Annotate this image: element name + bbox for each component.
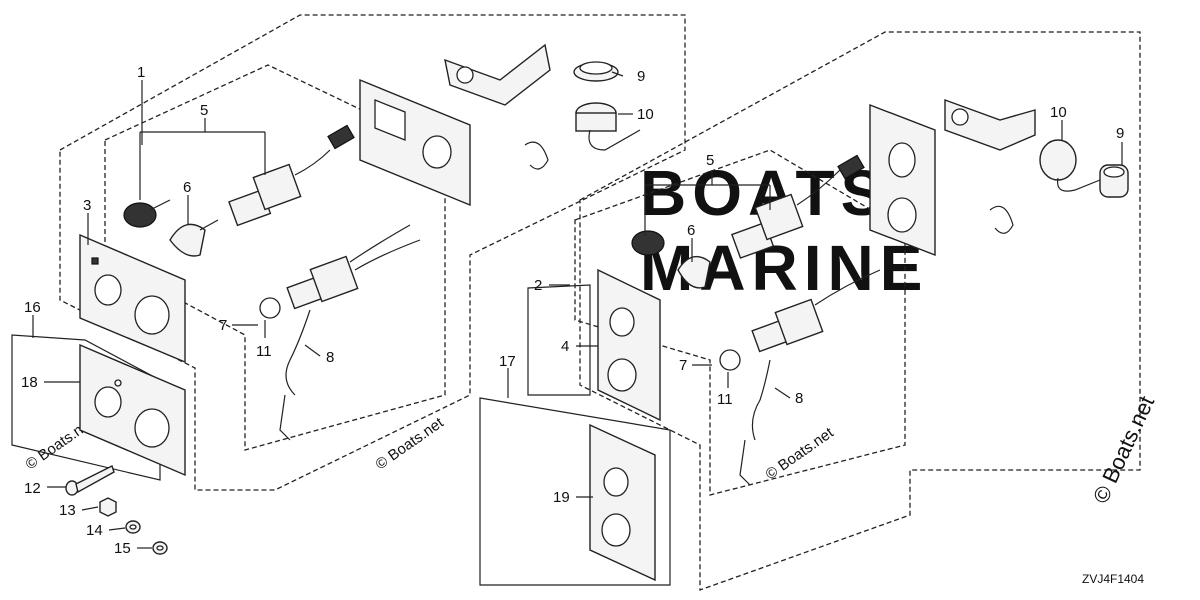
ignition-switch-left [228,124,355,227]
cable-clip-right [989,205,1014,234]
ignition-switch-right [731,154,865,259]
callout-15: 15 [114,540,131,557]
right-assembly [589,99,1129,582]
callout-17: 17 [499,353,516,370]
nut-13 [99,497,117,517]
switch-panel-19 [589,423,656,582]
callout-12: 12 [24,480,41,497]
callout-1: 1 [137,64,145,81]
left-assembly [79,43,641,477]
stop-switch-right [719,269,881,486]
callout-10-left: 10 [637,106,654,123]
callout-6-right: 6 [687,222,695,239]
bracket-2 [527,284,591,396]
mounting-plate-left [359,78,471,207]
callout-19: 19 [553,489,570,506]
callout-14: 14 [86,522,103,539]
clamp-9-left [573,61,619,82]
callout-4: 4 [561,338,569,355]
callout-18: 18 [21,374,38,391]
callout-16: 16 [24,299,41,316]
mounting-plate-right [869,103,936,257]
callout-5-left: 5 [200,102,208,119]
callout-2: 2 [534,277,542,294]
callout-8-left: 8 [326,349,334,366]
key-cap-6-right [677,255,711,289]
brand-text: © Boats.net [1088,392,1159,507]
washer-15 [152,541,168,555]
key-5 [123,199,171,228]
bracket-right [944,99,1036,151]
callout-8-right: 8 [795,390,803,407]
buzzer-10-left [575,102,641,151]
callout-5-right: 5 [706,152,714,169]
callout-9-left: 9 [637,68,645,85]
callout-11-left: 11 [256,343,272,360]
switch-panel-3 [79,233,186,364]
callout-11-right: 11 [717,391,733,408]
callout-3: 3 [83,197,91,214]
leader-lines [32,71,1123,549]
cable-clip-left [524,141,549,170]
callout-6-left: 6 [183,179,191,196]
diagram-code: ZVJ4F1404 [1082,572,1144,586]
key-cap-6 [169,219,219,257]
fasteners [65,465,168,555]
key-5-right [631,230,665,256]
callout-labels: 1 2 3 4 5 5 6 6 7 7 8 8 9 9 10 10 11 11 … [21,64,1124,557]
stop-switch-left [259,224,421,441]
callout-10-right: 10 [1050,104,1067,121]
callout-7-right: 7 [679,357,687,374]
callout-13: 13 [59,502,76,519]
callout-9-right: 9 [1116,125,1124,142]
washer-14 [125,520,141,534]
switch-panel-18 [79,343,186,477]
watermark-small-3: © Boats.net [763,424,838,483]
group-outline-right [579,31,1141,591]
bracket-17 [479,397,671,586]
clamp-9-right [1099,164,1129,198]
buzzer-10-right [1039,139,1101,192]
watermark-small-2: © Boats.net [373,414,448,473]
switch-panel-4 [597,268,661,422]
bolt-12 [65,465,115,496]
bracket-left [444,43,551,106]
callout-7-left: 7 [219,317,227,334]
